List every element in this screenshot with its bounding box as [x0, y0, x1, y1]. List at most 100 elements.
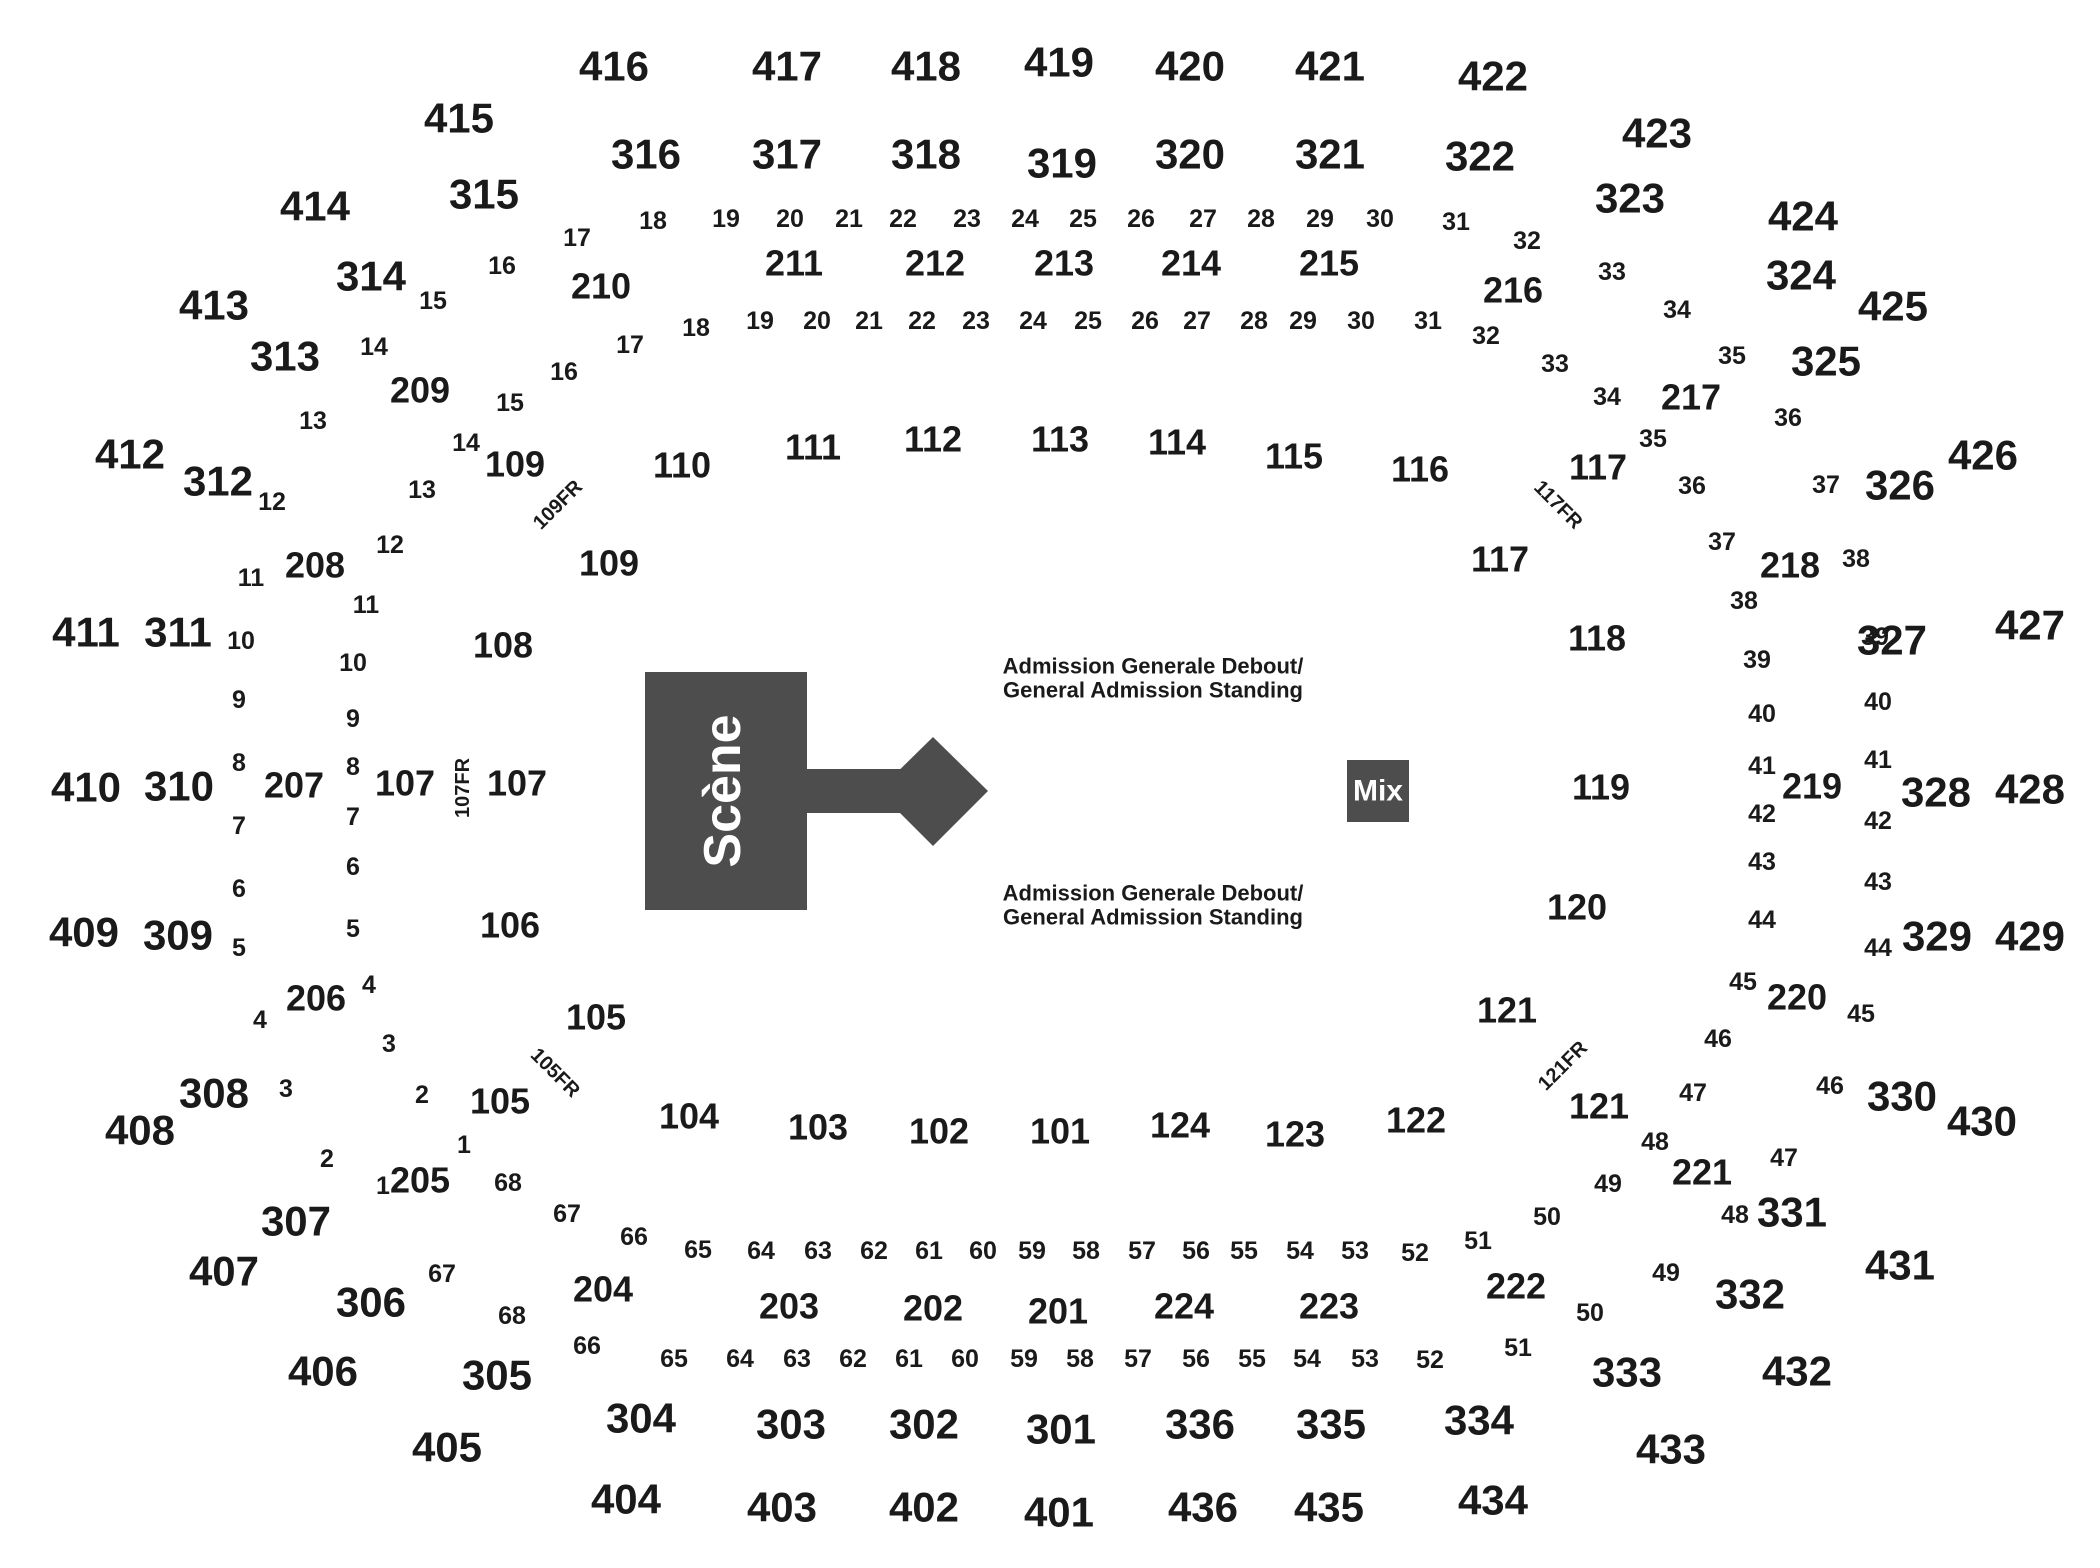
- section-435[interactable]: 435: [1294, 1484, 1364, 1531]
- section-107[interactable]: 107: [375, 763, 435, 804]
- section-123[interactable]: 123: [1265, 1114, 1325, 1155]
- section-426[interactable]: 426: [1948, 432, 2018, 479]
- section-311[interactable]: 311: [144, 609, 212, 656]
- section-421[interactable]: 421: [1295, 43, 1365, 90]
- section-319[interactable]: 319: [1027, 140, 1097, 187]
- section-213[interactable]: 213: [1034, 243, 1094, 284]
- section-304[interactable]: 304: [606, 1395, 677, 1442]
- section-433[interactable]: 433: [1636, 1426, 1706, 1473]
- section-414[interactable]: 414: [280, 183, 351, 230]
- section-307[interactable]: 307: [261, 1198, 331, 1245]
- section-424[interactable]: 424: [1768, 193, 1839, 240]
- section-108[interactable]: 108: [473, 625, 533, 666]
- section-119[interactable]: 119: [1572, 767, 1630, 808]
- section-306[interactable]: 306: [336, 1279, 406, 1326]
- section-333[interactable]: 333: [1592, 1349, 1662, 1396]
- section-425[interactable]: 425: [1858, 283, 1928, 330]
- section-331[interactable]: 331: [1757, 1189, 1827, 1236]
- section-431[interactable]: 431: [1865, 1242, 1935, 1289]
- section-201[interactable]: 201: [1028, 1291, 1088, 1332]
- section-336[interactable]: 336: [1165, 1401, 1235, 1448]
- section-111[interactable]: 111: [785, 427, 841, 468]
- section-301[interactable]: 301: [1026, 1406, 1096, 1453]
- section-312[interactable]: 312: [183, 458, 253, 505]
- section-109[interactable]: 109: [579, 543, 639, 584]
- section-326[interactable]: 326: [1865, 462, 1935, 509]
- section-103[interactable]: 103: [788, 1107, 848, 1148]
- section-209[interactable]: 209: [390, 370, 450, 411]
- section-322[interactable]: 322: [1445, 133, 1515, 180]
- section-405[interactable]: 405: [412, 1424, 482, 1471]
- section-221[interactable]: 221: [1672, 1152, 1732, 1193]
- section-411[interactable]: 411: [52, 609, 120, 656]
- section-203[interactable]: 203: [759, 1286, 819, 1327]
- section-204[interactable]: 204: [573, 1269, 633, 1310]
- section-112[interactable]: 112: [904, 419, 962, 460]
- section-214[interactable]: 214: [1161, 243, 1221, 284]
- section-317[interactable]: 317: [752, 131, 822, 178]
- section-401[interactable]: 401: [1024, 1489, 1094, 1536]
- section-320[interactable]: 320: [1155, 131, 1225, 178]
- section-118[interactable]: 118: [1568, 618, 1626, 659]
- section-323[interactable]: 323: [1595, 175, 1665, 222]
- section-210[interactable]: 210: [571, 266, 631, 307]
- section-223[interactable]: 223: [1299, 1286, 1359, 1327]
- section-315[interactable]: 315: [449, 171, 519, 218]
- section-302[interactable]: 302: [889, 1401, 959, 1448]
- section-219[interactable]: 219: [1782, 766, 1842, 807]
- section-325[interactable]: 325: [1791, 338, 1861, 385]
- section-305[interactable]: 305: [462, 1352, 532, 1399]
- section-107[interactable]: 107: [487, 763, 547, 804]
- section-115[interactable]: 115: [1265, 436, 1323, 477]
- section-404[interactable]: 404: [591, 1476, 662, 1523]
- section-412[interactable]: 412: [95, 431, 165, 478]
- section-417[interactable]: 417: [752, 43, 822, 90]
- section-224[interactable]: 224: [1154, 1286, 1214, 1327]
- section-105[interactable]: 105: [566, 997, 626, 1038]
- section-407[interactable]: 407: [189, 1248, 259, 1295]
- section-330[interactable]: 330: [1867, 1073, 1937, 1120]
- section-114[interactable]: 114: [1148, 422, 1206, 463]
- section-434[interactable]: 434: [1458, 1477, 1529, 1524]
- section-410[interactable]: 410: [51, 764, 121, 811]
- section-104[interactable]: 104: [659, 1096, 719, 1137]
- section-402[interactable]: 402: [889, 1484, 959, 1531]
- section-423[interactable]: 423: [1622, 110, 1692, 157]
- section-124[interactable]: 124: [1150, 1105, 1210, 1146]
- section-318[interactable]: 318: [891, 131, 961, 178]
- section-208[interactable]: 208: [285, 545, 345, 586]
- section-116[interactable]: 116: [1391, 449, 1449, 490]
- section-207[interactable]: 207: [264, 765, 324, 806]
- section-303[interactable]: 303: [756, 1401, 826, 1448]
- section-327[interactable]: 327: [1857, 617, 1927, 664]
- section-215[interactable]: 215: [1299, 243, 1359, 284]
- section-408[interactable]: 408: [105, 1107, 175, 1154]
- section-418[interactable]: 418: [891, 43, 961, 90]
- section-102[interactable]: 102: [909, 1111, 969, 1152]
- section-117[interactable]: 117: [1569, 447, 1627, 488]
- section-416[interactable]: 416: [579, 43, 649, 90]
- section-428[interactable]: 428: [1995, 766, 2065, 813]
- section-429[interactable]: 429: [1995, 913, 2065, 960]
- section-432[interactable]: 432: [1762, 1348, 1832, 1395]
- section-205[interactable]: 205: [390, 1160, 450, 1201]
- section-110[interactable]: 110: [653, 445, 711, 486]
- section-211[interactable]: 211: [765, 243, 823, 284]
- section-113[interactable]: 113: [1031, 419, 1089, 460]
- section-316[interactable]: 316: [611, 131, 681, 178]
- section-324[interactable]: 324: [1766, 252, 1837, 299]
- section-106[interactable]: 106: [480, 905, 540, 946]
- section-212[interactable]: 212: [905, 243, 965, 284]
- section-413[interactable]: 413: [179, 282, 249, 329]
- section-216[interactable]: 216: [1483, 270, 1543, 311]
- section-419[interactable]: 419: [1024, 39, 1094, 86]
- section-206[interactable]: 206: [286, 978, 346, 1019]
- section-420[interactable]: 420: [1155, 43, 1225, 90]
- section-313[interactable]: 313: [250, 333, 320, 380]
- section-422[interactable]: 422: [1458, 53, 1528, 100]
- section-121[interactable]: 121: [1569, 1086, 1629, 1127]
- section-334[interactable]: 334: [1444, 1397, 1515, 1444]
- section-430[interactable]: 430: [1947, 1098, 2017, 1145]
- section-109[interactable]: 109: [485, 444, 545, 485]
- section-220[interactable]: 220: [1767, 977, 1827, 1018]
